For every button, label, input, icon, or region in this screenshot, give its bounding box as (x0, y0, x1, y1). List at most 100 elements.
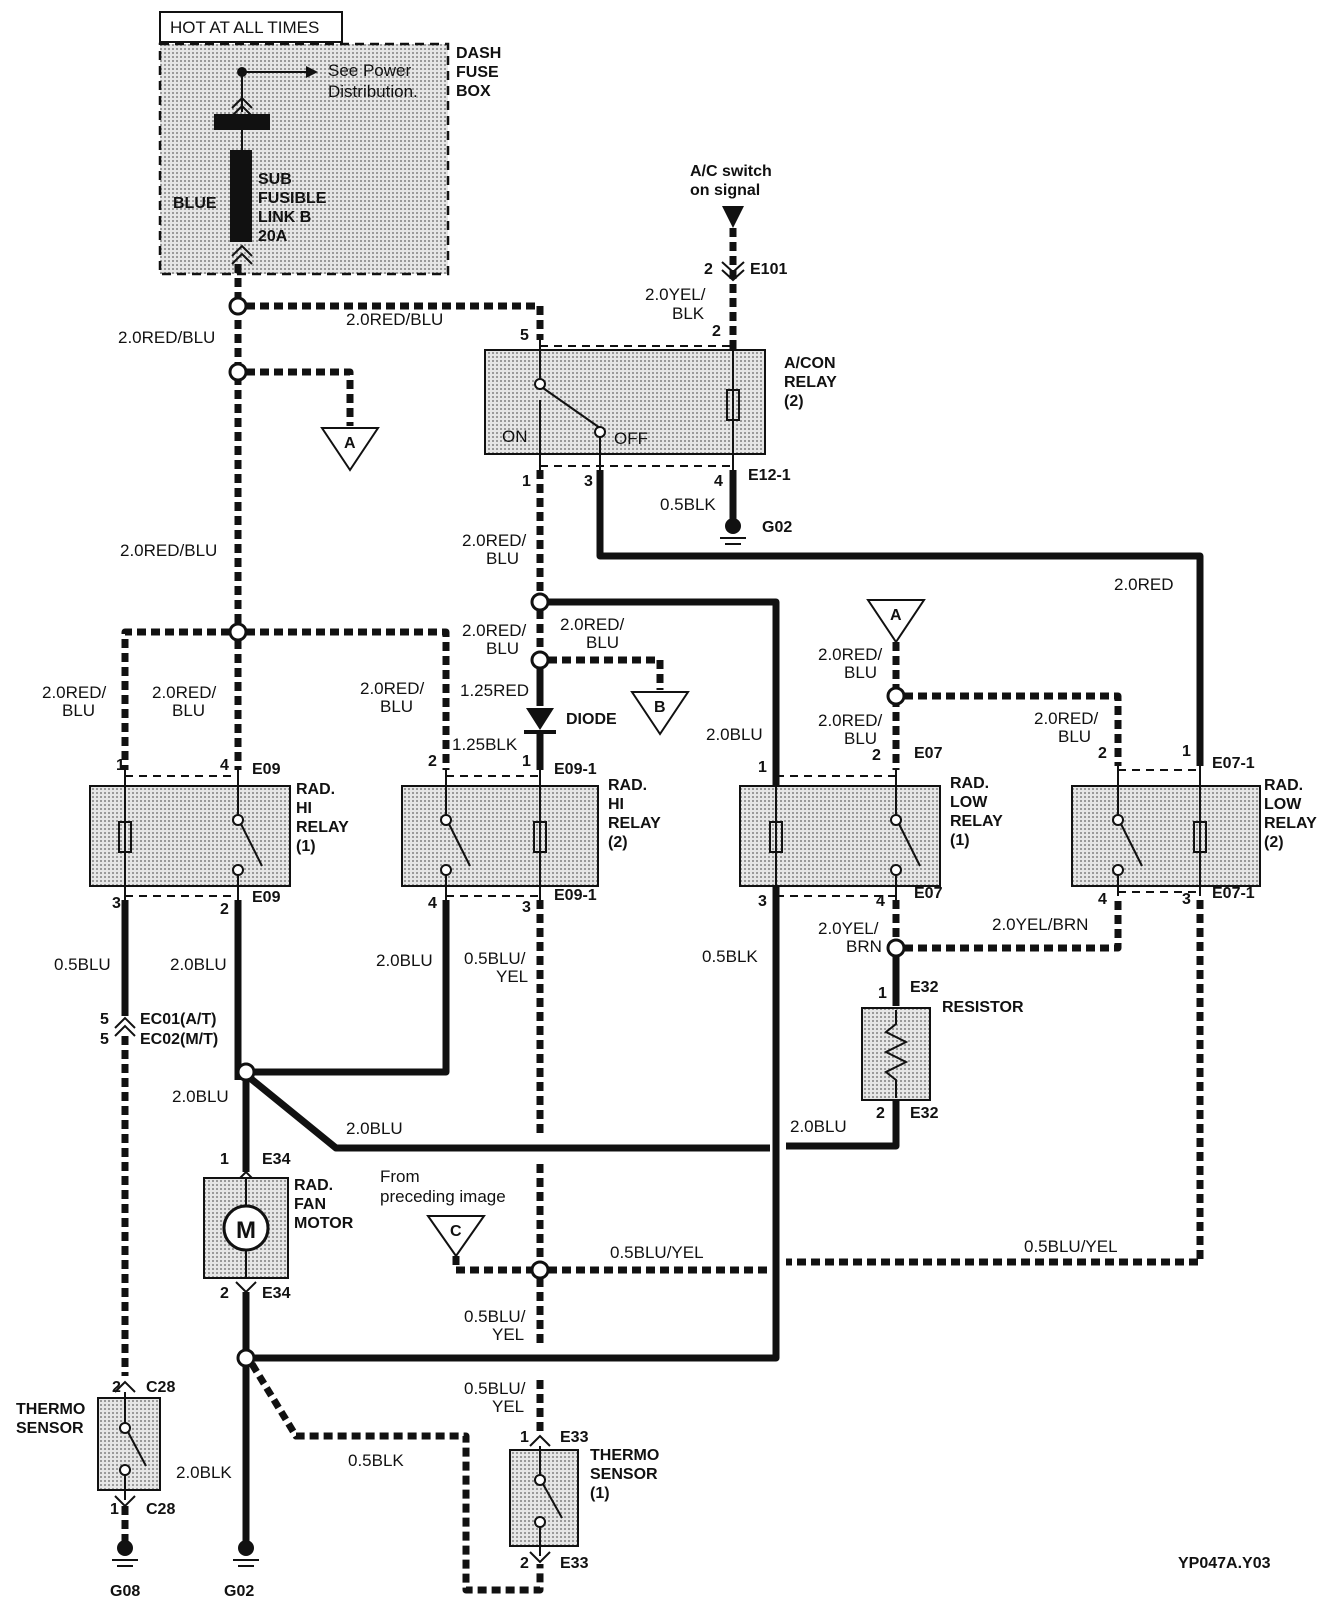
svg-text:LOW: LOW (1264, 796, 1302, 813)
svg-text:C: C (450, 1223, 462, 1240)
svg-text:2: 2 (704, 261, 713, 278)
svg-text:HI: HI (296, 800, 312, 817)
ac-signal-2: on signal (690, 182, 760, 199)
svg-text:(1): (1) (296, 838, 316, 855)
svg-text:2.0RED/: 2.0RED/ (818, 711, 883, 730)
wire-to-hi2-pin2 (246, 628, 450, 770)
svg-text:5: 5 (520, 327, 529, 344)
rad-low-relay-1 (739, 785, 941, 887)
svg-text:2: 2 (428, 753, 437, 770)
svg-text:2: 2 (220, 901, 229, 918)
low2-coil (1193, 821, 1207, 853)
svg-text:SENSOR: SENSOR (590, 1466, 658, 1483)
svg-text:(1): (1) (590, 1485, 610, 1502)
hi2-conn-top: E09-1 (554, 761, 597, 778)
thermo-right-conn-top: E33 (560, 1429, 589, 1446)
acon-label-3: (2) (784, 393, 804, 410)
ground-g08-label: G08 (110, 1583, 140, 1600)
svg-text:0.5BLU/: 0.5BLU/ (464, 1307, 526, 1326)
svg-text:3: 3 (584, 473, 593, 490)
acon-label-2: RELAY (784, 374, 837, 391)
svg-text:SENSOR: SENSOR (16, 1420, 84, 1437)
svg-text:2.0RED/: 2.0RED/ (818, 645, 883, 664)
svg-text:FAN: FAN (294, 1196, 326, 1213)
wire-label-red-blu-1: 2.0RED/BLU (118, 328, 215, 347)
wire-label-red-blu-2: 2.0RED/BLU (346, 310, 443, 329)
svg-text:B: B (654, 699, 666, 716)
wire-label-20blk: 2.0BLK (176, 1463, 232, 1482)
wire-label-05blu: 0.5BLU (54, 955, 111, 974)
wire-to-acon (246, 302, 544, 340)
svg-text:5: 5 (100, 1031, 109, 1048)
fusebox-label-1: DASH (456, 45, 501, 62)
see-power-1: See Power (328, 61, 411, 80)
hi1-conn-bot: E09 (252, 889, 281, 906)
hi2-coil (533, 821, 547, 853)
splice-on-2 (530, 650, 550, 670)
ac-signal-1: A/C switch (690, 163, 772, 180)
svg-text:BLU: BLU (486, 549, 519, 568)
svg-text:2: 2 (112, 1379, 121, 1396)
motor-letter: M (236, 1217, 256, 1244)
wire-label-05blk-top: 0.5BLK (660, 495, 716, 514)
svg-text:1: 1 (220, 1151, 229, 1168)
hi2-switch-arm (448, 823, 471, 867)
resistor-label: RESISTOR (942, 999, 1024, 1016)
acon-coil (726, 389, 740, 421)
svg-text:BRN: BRN (846, 937, 882, 956)
svg-text:1: 1 (522, 473, 531, 490)
svg-text:3: 3 (758, 893, 767, 910)
figure-id: YP047A.Y03 (1178, 1555, 1271, 1572)
preceding-1: From (380, 1167, 420, 1186)
wire-label-125red: 1.25RED (460, 681, 529, 700)
acon-relay-box (484, 349, 766, 455)
splice-ground-main (236, 1348, 256, 1368)
svg-text:RAD.: RAD. (294, 1177, 333, 1194)
svg-text:1: 1 (878, 985, 887, 1002)
svg-text:YEL: YEL (492, 1325, 524, 1344)
svg-text:3: 3 (112, 895, 121, 912)
svg-text:0.5BLU/: 0.5BLU/ (464, 1379, 526, 1398)
wire-label-20blu-motor: 2.0BLU (172, 1087, 229, 1106)
wire-label-bluyel-center: 0.5BLU/YEL (610, 1243, 704, 1262)
svg-text:2.0RED/: 2.0RED/ (560, 615, 625, 634)
thermo-right-conn-bot: E33 (560, 1555, 589, 1572)
splice-hi-feed (228, 622, 248, 642)
splice-on-1 (530, 592, 550, 612)
resistor-conn-top: E32 (910, 979, 939, 996)
svg-text:RELAY: RELAY (1264, 815, 1317, 832)
wire-label-red: 2.0RED (1114, 575, 1174, 594)
svg-text:2.0RED/: 2.0RED/ (462, 621, 527, 640)
svg-text:THERMO: THERMO (590, 1447, 659, 1464)
dash-fuse-box (158, 42, 450, 276)
svg-text:4: 4 (1098, 891, 1107, 908)
svg-text:2.0RED/: 2.0RED/ (1034, 709, 1099, 728)
svg-text:4: 4 (876, 893, 885, 910)
svg-text:2: 2 (876, 1105, 885, 1122)
wire-label-20blu-hi2: 2.0BLU (376, 951, 433, 970)
wire-resistor-out (786, 1100, 900, 1150)
svg-text:RAD.: RAD. (1264, 777, 1303, 794)
svg-text:RELAY: RELAY (608, 815, 661, 832)
low1-coil (769, 821, 783, 853)
wire-yel-brn (904, 896, 1122, 952)
wire-from-ref-c (452, 1256, 532, 1274)
svg-text:2.0YEL/: 2.0YEL/ (818, 919, 879, 938)
wire-label-yel: 2.0YEL/ (645, 285, 706, 304)
acon-on: ON (502, 427, 528, 446)
resistor-zigzag (883, 1010, 909, 1098)
low1-conn-bot: E07 (914, 885, 943, 902)
rad-hi-relay-1 (89, 785, 291, 887)
thermo-sensor-right (509, 1449, 579, 1547)
wire-label-125blk: 1.25BLK (452, 735, 518, 754)
svg-text:(2): (2) (1264, 834, 1284, 851)
svg-text:2: 2 (872, 747, 881, 764)
svg-text:BLU: BLU (844, 729, 877, 748)
wire-20blu-diagonal (247, 1075, 770, 1152)
ref-c (426, 1215, 486, 1258)
svg-text:2: 2 (220, 1285, 229, 1302)
ref-b (630, 691, 690, 736)
svg-text:YEL: YEL (496, 967, 528, 986)
svg-text:RAD.: RAD. (608, 777, 647, 794)
